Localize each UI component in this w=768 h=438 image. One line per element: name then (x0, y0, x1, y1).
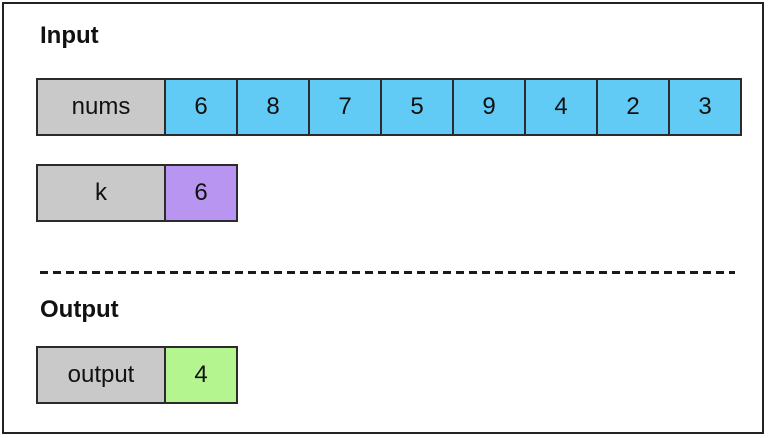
output-section-label: Output (40, 296, 119, 323)
nums-value-cell-6: 2 (596, 78, 670, 136)
input-section-label: Input (40, 22, 99, 49)
nums-value-cell-7: 3 (668, 78, 742, 136)
nums-value-cell-2: 7 (308, 78, 382, 136)
output-label-cell: output (36, 346, 166, 404)
k-label-cell: k (36, 164, 166, 222)
dashed-divider (40, 271, 735, 274)
nums-value-cell-3: 5 (380, 78, 454, 136)
nums-value-cell-0: 6 (164, 78, 238, 136)
k-value-cell-0: 6 (164, 164, 238, 222)
nums-label-cell: nums (36, 78, 166, 136)
nums-value-cell-4: 9 (452, 78, 526, 136)
nums-value-cell-1: 8 (236, 78, 310, 136)
nums-value-cell-5: 4 (524, 78, 598, 136)
output-value-cell-0: 4 (164, 346, 238, 404)
